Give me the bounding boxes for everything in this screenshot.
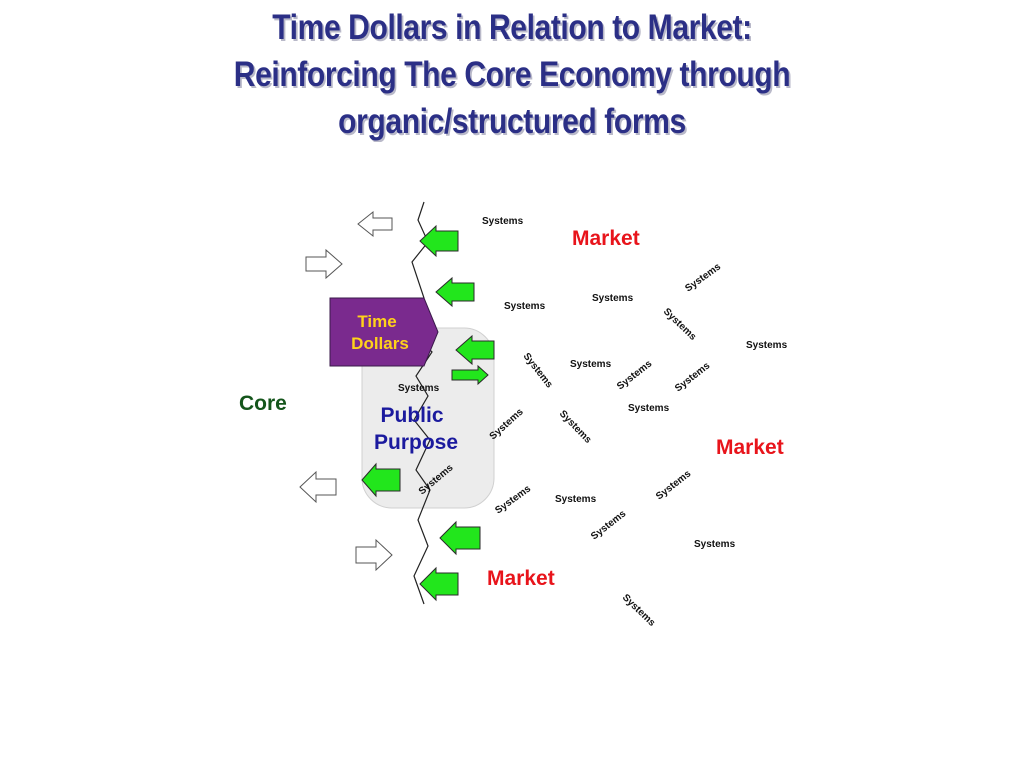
systems-label: Systems [661,306,699,343]
systems-label: Systems [482,216,524,227]
core-label: Core [239,392,287,415]
public-purpose-label-line2: Purpose [374,431,458,454]
outline-arrow-icon [299,470,337,504]
green-arrow-icon [435,276,475,308]
systems-label: Systems [628,403,670,414]
systems-label: Systems [615,358,655,392]
systems-label: Systems [570,359,612,370]
systems-label: Systems [683,261,723,294]
core-market-boundary-line [411,201,433,605]
systems-label: Systems [746,340,788,351]
systems-label: Systems [398,383,440,394]
market-label-top: Market [572,227,640,250]
systems-label: Systems [555,494,597,505]
systems-label: Systems [673,360,713,394]
systems-label: Systems [592,293,634,304]
title-line-3: organic/structured forms [338,102,686,141]
time-dollars-label-line2: Dollars [351,334,409,353]
time-dollars-label-line1: Time [357,312,396,331]
systems-label: Systems [654,468,694,502]
market-label-right: Market [716,436,784,459]
time-dollars-shape [329,297,439,367]
systems-label: Systems [694,539,736,550]
outline-arrow-icon [305,248,343,280]
systems-label: Systems [557,408,594,446]
systems-label: Systems [589,508,629,542]
green-arrow-icon [419,566,459,602]
green-arrow-icon [439,520,481,556]
public-purpose-label-line1: Public [380,404,443,427]
systems-label: Systems [504,301,546,312]
green-arrow-icon [451,364,489,386]
green-arrow-icon [361,462,401,498]
title-line-1: Time Dollars in Relation to Market: [272,8,752,47]
title-line-2: Reinforcing The Core Economy through [233,55,791,94]
market-label-bottom: Market [487,567,555,590]
systems-label: Systems [493,483,533,516]
systems-label: Systems [521,351,555,391]
green-arrow-icon [419,224,459,258]
green-arrow-icon [455,334,495,366]
outline-arrow-icon [357,210,393,238]
outline-arrow-icon [355,538,393,572]
slide-title: Time Dollars in Relation to Market: Rein… [72,4,953,145]
systems-label: Systems [620,592,658,629]
